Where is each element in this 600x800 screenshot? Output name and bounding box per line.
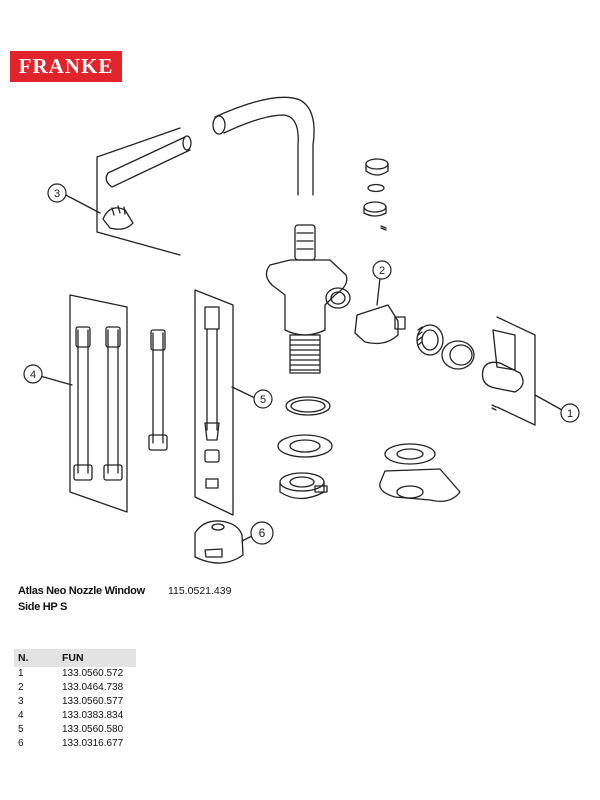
table-row: 5 133.0560.580 (14, 723, 136, 737)
callout-3-label: 3 (54, 188, 60, 200)
callout-6-label: 6 (259, 526, 266, 540)
supply-tube (204, 306, 220, 330)
fixing-plate (279, 472, 325, 492)
table-row: 6 133.0316.677 (14, 737, 136, 751)
product-name: Atlas Neo Nozzle Window Side HP S (18, 585, 145, 613)
table-row: 2 133.0464.738 (14, 681, 136, 695)
parts-table: N. FUN 1 133.0560.572 2 133.0464.738 3 1… (14, 649, 136, 751)
nozzle-tube (105, 136, 191, 188)
callout-2-label: 2 (379, 265, 385, 277)
gasket-3 (384, 443, 436, 465)
bracket-1 (496, 316, 536, 426)
callout-4-label: 4 (30, 369, 36, 381)
gasket-1 (285, 396, 331, 416)
row-code: 133.0316.677 (62, 738, 124, 749)
row-number: 5 (18, 724, 24, 735)
locking-ring (441, 340, 475, 370)
bracket-5 (194, 289, 234, 516)
callout-3: 3 (47, 183, 67, 203)
threaded-shank (289, 334, 321, 374)
table-row: 4 133.0383.834 (14, 709, 136, 723)
parts-table-header: N. FUN (14, 649, 136, 667)
bracket-4 (69, 294, 128, 513)
logo-text: FRANKE (18, 54, 114, 78)
lever-handle (492, 329, 516, 371)
spout-pipe (214, 96, 315, 196)
callout-1: 1 (560, 403, 580, 423)
bracket-3 (96, 127, 181, 256)
row-number: 6 (18, 738, 24, 749)
aerator-ring-top (365, 158, 389, 170)
cartridge-2 (354, 304, 399, 345)
valve-body (265, 259, 348, 336)
row-code: 133.0560.572 (62, 668, 124, 679)
franke-logo: FRANKE (10, 51, 122, 82)
row-code: 133.0560.577 (62, 696, 124, 707)
row-code: 133.0464.738 (62, 682, 124, 693)
row-number: 1 (18, 668, 24, 679)
valve-body-cap (294, 224, 316, 261)
callout-1-label: 1 (567, 408, 573, 420)
callout-5-label: 5 (260, 394, 266, 406)
row-code: 133.0383.834 (62, 710, 124, 721)
callout-4: 4 (23, 364, 43, 384)
table-row: 1 133.0560.572 (14, 667, 136, 681)
row-number: 2 (18, 682, 24, 693)
row-number: 3 (18, 696, 24, 707)
nozzle-insert (102, 207, 134, 230)
threaded-ring (416, 324, 444, 356)
triangular-plate (379, 468, 461, 503)
header-code: FUN (58, 649, 136, 667)
callout-5: 5 (253, 389, 273, 409)
aerator-oring (367, 183, 385, 193)
gasket-2 (277, 434, 333, 458)
aerator-insert (363, 201, 387, 213)
product-code: 115.0521.439 (168, 585, 232, 597)
table-row: 3 133.0560.577 (14, 695, 136, 709)
callout-6: 6 (250, 521, 274, 545)
bottom-part-6 (194, 520, 244, 564)
row-code: 133.0560.580 (62, 724, 124, 735)
row-number: 4 (18, 710, 24, 721)
exploded-parts-diagram: 3 2 4 5 1 6 (23, 96, 580, 564)
header-number: N. (14, 649, 58, 667)
callout-2: 2 (372, 260, 392, 280)
